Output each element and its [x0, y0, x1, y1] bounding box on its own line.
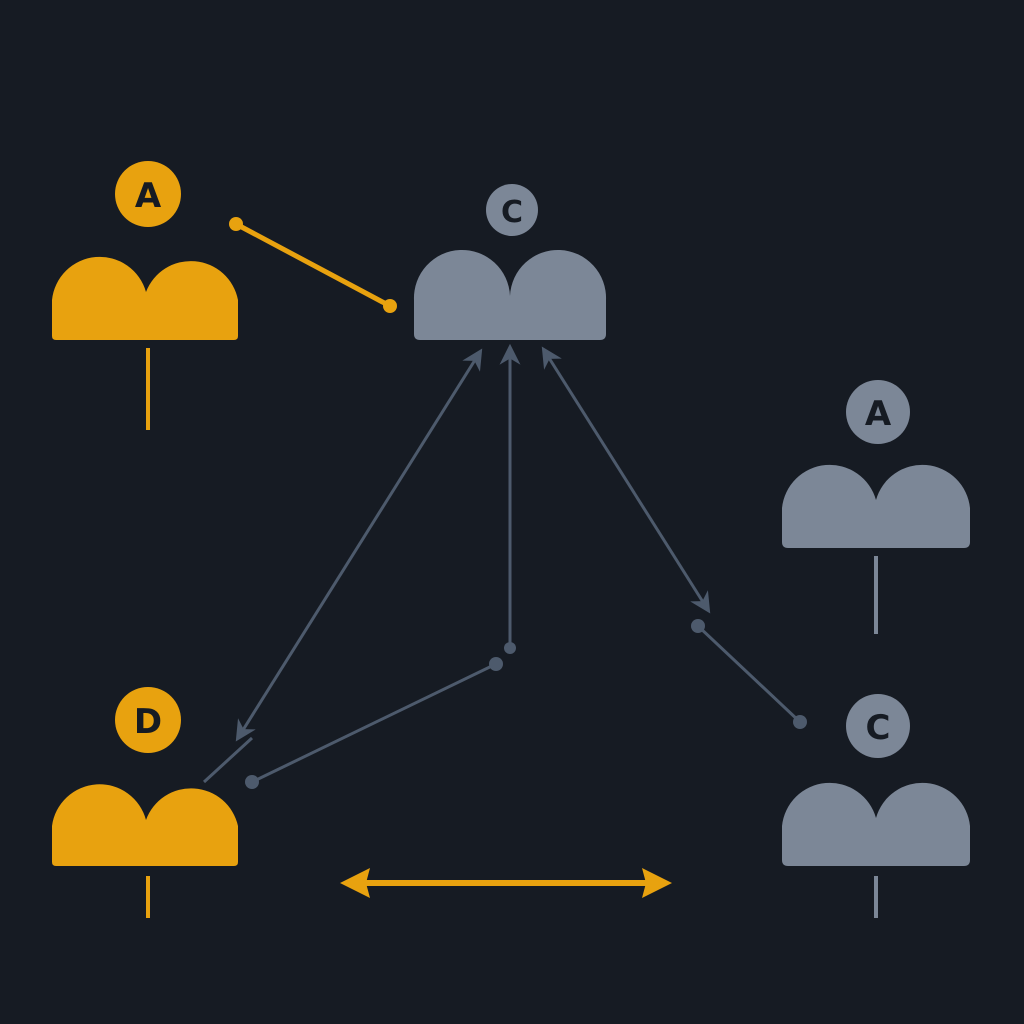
node-label: C: [866, 708, 891, 748]
node-badge: [486, 184, 538, 236]
node-body-icon: [782, 464, 970, 548]
node-label: A: [135, 176, 162, 216]
node-c-bottom-right[interactable]: C: [782, 694, 970, 918]
node-badge: [846, 694, 910, 758]
node-body-icon: [52, 784, 238, 866]
node-badge: [115, 161, 181, 227]
edge-c-top-to-right-arrow[interactable]: [541, 346, 711, 614]
edge-mid-to-d[interactable]: [245, 657, 503, 789]
node-body-icon: [52, 256, 238, 340]
node-label: C: [501, 195, 523, 230]
node-a-right[interactable]: A: [782, 380, 970, 634]
edge-c-top-vertical[interactable]: [499, 343, 521, 654]
node-body-icon: [782, 782, 970, 866]
node-label: D: [134, 702, 162, 742]
node-badge: [846, 380, 910, 444]
edge-a-to-c-top[interactable]: [229, 217, 397, 313]
node-d-bottom-left[interactable]: D: [52, 687, 238, 918]
nodes: A C A D C: [52, 161, 970, 918]
edge-yellow-double-arrow[interactable]: [340, 868, 672, 898]
node-label: A: [865, 394, 892, 434]
edge-right-to-c-bottom[interactable]: [691, 619, 807, 729]
node-body-icon: [413, 249, 607, 340]
edges: [202, 217, 807, 898]
node-a-top-left[interactable]: A: [52, 161, 238, 430]
node-badge: [115, 687, 181, 753]
edge-c-top-to-d-arrow[interactable]: [235, 348, 483, 742]
node-c-top-center[interactable]: C: [413, 184, 607, 340]
edge-d-short-link[interactable]: [202, 736, 254, 784]
